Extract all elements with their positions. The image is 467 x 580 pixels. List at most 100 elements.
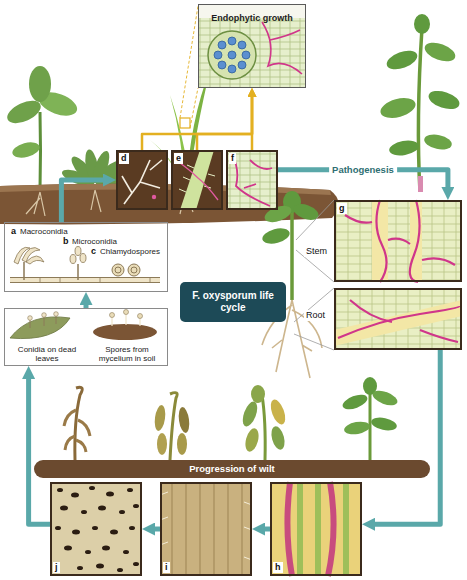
- spotted-dead-tissue: [71, 493, 79, 498]
- endophytic-tissue: [214, 37, 250, 73]
- endophytic-tissue: [208, 31, 256, 79]
- conidia-sources: [30, 316, 56, 328]
- endophytic-tissue: [198, 4, 306, 88]
- spore-forms: [115, 267, 121, 273]
- spore-forms: [10, 247, 160, 284]
- endophytic-tissue: [218, 41, 226, 49]
- conidia-sources: [10, 310, 157, 341]
- cycle-title-box: F. oxysporum life cycle: [180, 282, 286, 322]
- spotted-dead-tissue: [77, 566, 83, 570]
- endophytic-tissue: [238, 61, 246, 69]
- soil-band: Progression of wilt: [34, 460, 430, 478]
- inset-panel: Endophytic growth: [198, 4, 306, 88]
- hyphae-in-soil: [122, 160, 162, 204]
- seedling-plant: [11, 140, 42, 161]
- cycle-arrow: [61, 180, 109, 222]
- dead-plant: [64, 410, 90, 452]
- infected-plant: [290, 205, 294, 300]
- wilt-panel: j: [50, 482, 142, 576]
- panel-letter: j: [53, 562, 60, 573]
- wilting-plant: [243, 427, 261, 453]
- micro-panel: d: [116, 150, 168, 210]
- endophytic-tissue: [238, 41, 246, 49]
- intercellular-hyphae: [226, 150, 278, 210]
- spotted-dead-tissue: [50, 482, 142, 576]
- spotted-dead-tissue: [55, 486, 139, 572]
- dried-stem-surface: [160, 492, 252, 560]
- tomato-plant: [426, 87, 461, 112]
- tomato-plant: [384, 47, 420, 73]
- healthy-plant: [371, 388, 400, 408]
- stem-section: [334, 200, 462, 282]
- root-panel: Root: [334, 288, 462, 350]
- wilted-plant: [177, 406, 191, 433]
- conidia-sources: [110, 310, 143, 319]
- intercellular-hyphae: [232, 154, 272, 206]
- spore-label: Chlamydospores: [100, 247, 160, 257]
- spore-forms: [80, 254, 86, 263]
- spotted-dead-tissue: [85, 550, 91, 554]
- endophytic-tissue: [262, 22, 302, 74]
- wilt-panel: h: [270, 482, 362, 576]
- spotted-dead-tissue: [98, 506, 106, 511]
- spore-label: Microconidia: [72, 237, 117, 247]
- spore-letter: c: [91, 246, 96, 257]
- cycle-title: F. oxysporum life cycle: [186, 290, 280, 314]
- intercellular-hyphae: [226, 150, 278, 210]
- tissue-label: Root: [304, 310, 327, 321]
- healthy-plant: [341, 377, 400, 460]
- root-surface-colonization: [171, 150, 223, 210]
- spotted-dead-tissue: [50, 482, 142, 576]
- spore-forms: [10, 277, 160, 283]
- spore-label: Macroconidia: [20, 227, 68, 237]
- spore-forms: [24, 262, 78, 280]
- spotted-dead-tissue: [57, 488, 63, 492]
- spotted-dead-tissue: [96, 564, 104, 569]
- tomato-plant: [378, 95, 417, 122]
- spotted-dead-tissue: [110, 530, 118, 535]
- soil-strip: [0, 184, 339, 225]
- spore-forms: [70, 255, 76, 264]
- wilting-plant: [268, 398, 288, 427]
- spotted-dead-tissue: [64, 546, 72, 551]
- conidia-sources: [138, 314, 143, 319]
- spotted-dead-tissue: [133, 504, 139, 508]
- spore-forms: [131, 267, 137, 273]
- conidia-sources: [28, 312, 59, 321]
- tomato-plant: [388, 139, 420, 158]
- infected-plant: [294, 200, 334, 350]
- hyphae-in-soil: [152, 195, 156, 199]
- panel-letter: f: [229, 153, 236, 164]
- cycle-arrow: [259, 527, 270, 532]
- connector-group: [29, 93, 448, 529]
- spore-letter: b: [63, 236, 69, 247]
- cereal-seedling: [180, 6, 198, 128]
- spotted-dead-tissue: [89, 486, 95, 490]
- endophytic-tissue: [198, 4, 306, 88]
- wilting-plant: [269, 425, 287, 451]
- tomato-plant: [423, 132, 453, 152]
- cycle-arrow: [369, 350, 440, 524]
- wilted-plant: [153, 404, 167, 431]
- inset-title: Endophytic growth: [211, 13, 293, 24]
- healthy-plant: [343, 420, 371, 436]
- spore-box: aMacroconidiabMicroconidiacChlamydospore…: [4, 222, 168, 292]
- micro-panel: e: [171, 150, 223, 210]
- spotted-dead-tissue: [92, 526, 98, 530]
- conidia-sources: [124, 310, 129, 315]
- spore-forms: [112, 264, 124, 276]
- healthy-plant: [341, 392, 370, 412]
- panel-letter: i: [163, 562, 170, 573]
- wilted-plant: [177, 433, 187, 455]
- spotted-dead-tissue: [55, 526, 61, 530]
- dead-plant: [75, 387, 82, 460]
- spore-forms: [70, 247, 86, 264]
- cereal-seedling: [180, 118, 190, 128]
- spore-forms: [112, 264, 140, 276]
- infected-plant: [261, 226, 292, 247]
- soil-strip: [0, 184, 339, 225]
- vascular-colonization: [270, 482, 362, 576]
- seedling-plant: [29, 66, 51, 102]
